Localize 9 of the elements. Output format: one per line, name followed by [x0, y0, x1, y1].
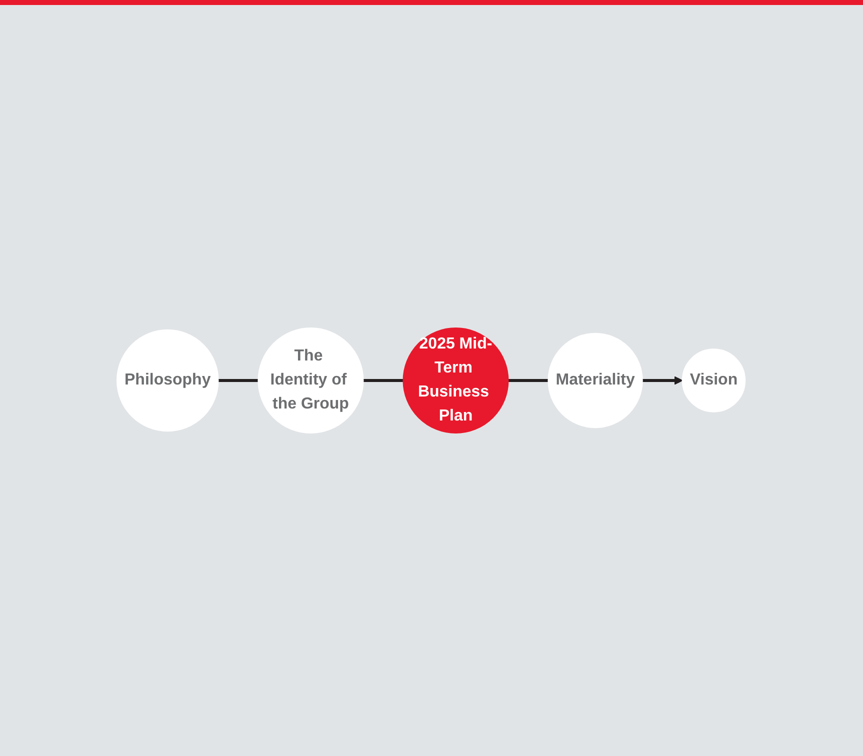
node-circle: Vision — [682, 348, 746, 412]
connector — [218, 379, 259, 382]
node-circle: Materiality — [548, 332, 644, 428]
arrow — [642, 376, 684, 385]
connector — [508, 379, 549, 382]
node-circle: Philosophy — [116, 329, 220, 432]
connector — [364, 379, 404, 382]
node-circle: 2025 Mid-Term Business Plan — [403, 328, 510, 434]
node-circle: The Identity of the Group — [258, 328, 364, 434]
